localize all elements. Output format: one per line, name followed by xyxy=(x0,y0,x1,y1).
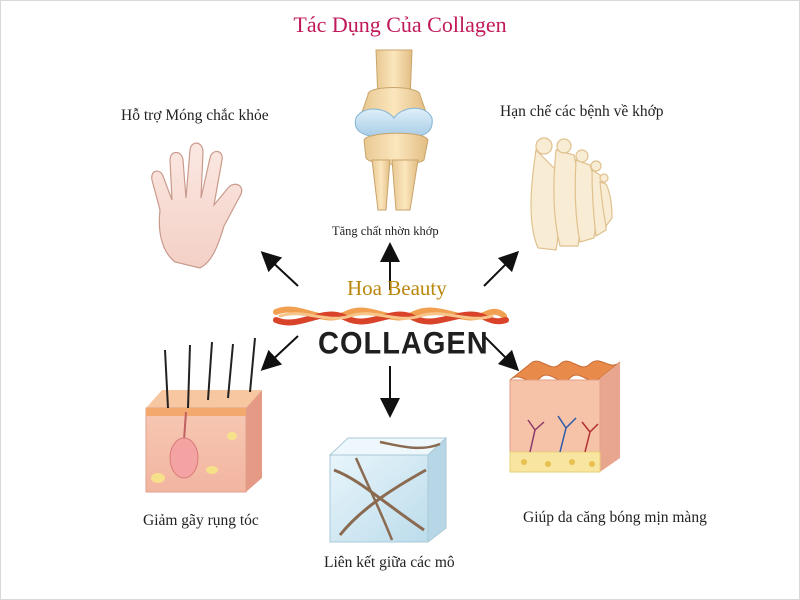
label-nails: Hỗ trợ Móng chắc khỏe xyxy=(121,107,269,124)
skin-layers-illustration xyxy=(509,360,621,473)
arrow-to-hair xyxy=(260,335,299,371)
arrow-to-hand xyxy=(260,251,299,287)
hair-skin-illustration xyxy=(145,337,262,493)
arrow-to-foot xyxy=(483,250,520,287)
arrows xyxy=(260,242,520,418)
knee-joint-illustration xyxy=(354,49,433,211)
foot-bones-illustration xyxy=(530,137,613,251)
hand-illustration xyxy=(151,142,243,269)
label-skin: Giúp da căng bóng mịn màng xyxy=(523,509,707,526)
label-joint-lubrication: Tăng chất nhờn khớp xyxy=(332,224,439,238)
label-tissue: Liên kết giữa các mô xyxy=(324,554,455,571)
watermark-text: Hoa Beauty xyxy=(347,276,447,300)
tissue-cube-illustration xyxy=(328,436,448,544)
diagram-title: Tác Dụng Của Collagen xyxy=(293,12,507,37)
arrow-to-skin xyxy=(483,335,520,372)
label-hair: Giảm gãy rụng tóc xyxy=(143,512,259,529)
label-joint-disease: Hạn chế các bệnh về khớp xyxy=(500,103,664,120)
collagen-fiber-illustration xyxy=(273,306,509,326)
collagen-center-label: COLLAGEN xyxy=(318,326,489,362)
